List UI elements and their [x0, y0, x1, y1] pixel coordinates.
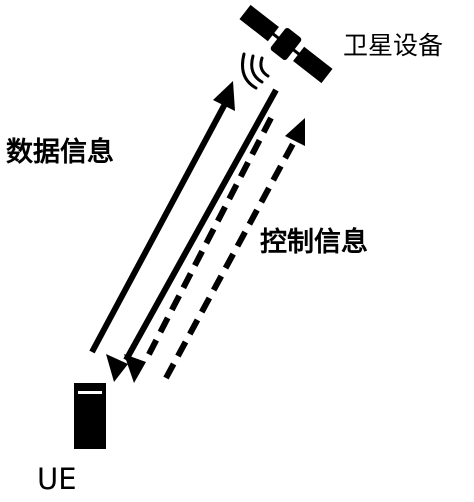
control-info-label: 控制信息: [260, 227, 368, 258]
satellite-icon: [239, 4, 333, 84]
data-downlink-arrow: [123, 88, 279, 362]
data-uplink-arrowhead: [213, 81, 235, 111]
control-uplink-arrowhead: [285, 118, 305, 146]
satellite-label: 卫星设备: [343, 31, 444, 60]
control-uplink-arrow: [163, 138, 298, 380]
ue-device-icon: [74, 383, 106, 449]
ue-label: UE: [37, 462, 77, 496]
signal-waves-icon: [241, 52, 270, 90]
control-downlink-arrow: [143, 116, 274, 362]
control-downlink-arrowhead: [124, 354, 146, 383]
control-info-arrows: [124, 116, 305, 383]
data-info-arrows: [89, 81, 279, 382]
data-downlink-arrowhead: [106, 354, 128, 382]
data-info-label: 数据信息: [6, 137, 114, 168]
data-uplink-arrow: [89, 100, 229, 354]
